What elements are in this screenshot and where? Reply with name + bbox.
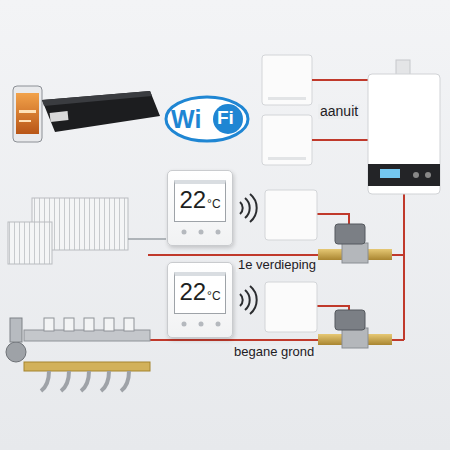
room-thermostat: 22°C [167,170,233,246]
temperature-value: 22 [179,280,206,304]
temperature-unit: °C [207,290,220,302]
relay-box [262,55,312,165]
internet-gateway [42,91,160,132]
wifi-logo-text: Wi [171,106,201,134]
zone-valve [318,224,392,348]
thermostat-display: 22°C [174,180,226,222]
smartphone [13,86,42,142]
radiators [8,198,166,264]
underfloor-manifold [6,318,150,391]
floor-label: 1e verdieping [236,258,318,272]
red-wiring [148,80,404,340]
thermostat-buttons [178,319,224,329]
wire-label: aanuit [318,104,360,119]
room-thermostat: 22°C [167,262,233,338]
thermostat-display: 22°C [174,272,226,314]
temperature-unit: °C [207,198,220,210]
wifi-logo-text: Fi [217,108,234,129]
floor-label: begane grond [232,345,316,359]
thermostat-buttons [178,227,224,237]
wifi-logo [166,97,248,141]
boiler [368,60,440,194]
wireless-signal [240,194,257,314]
temperature-value: 22 [179,188,206,212]
